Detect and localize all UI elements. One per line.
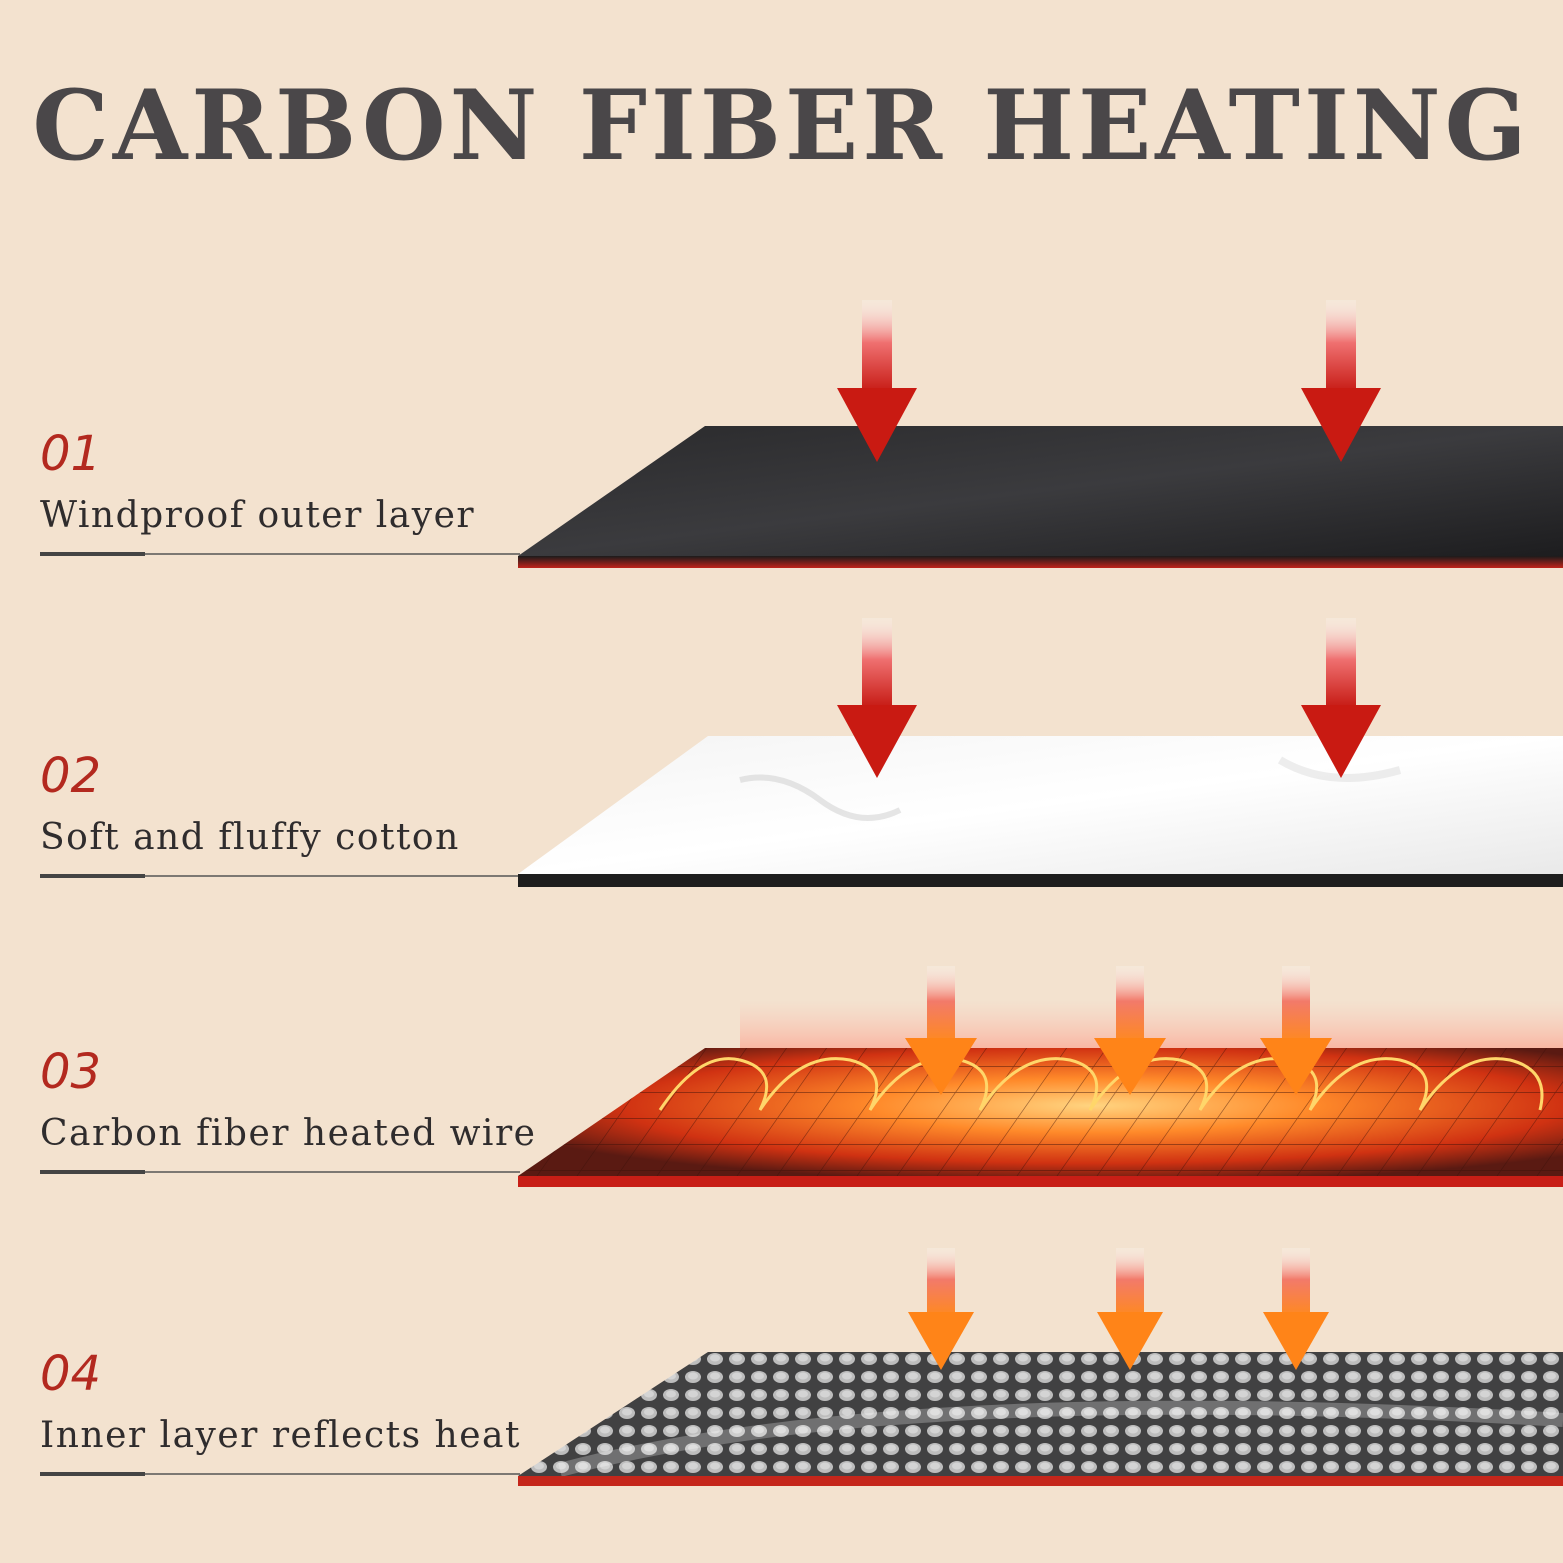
arrow-down-icon: [837, 618, 917, 778]
layer-number: 03: [40, 1044, 102, 1100]
layer-label-3: 03 Carbon fiber heated wire: [40, 1048, 536, 1152]
layer-4-reflective-sheet: [518, 1352, 1563, 1486]
layer-3-heating-sheet: [518, 1000, 1563, 1187]
label-underlines: [40, 552, 520, 1476]
layer-label-4: 04 Inner layer reflects heat: [40, 1350, 521, 1454]
layer-description: Inner layer reflects heat: [40, 1415, 521, 1456]
arrow-down-icon: [1263, 1248, 1329, 1370]
arrow-down-icon: [837, 300, 917, 462]
layer-description: Windproof outer layer: [40, 495, 476, 536]
layer-2-cotton-sheet: [518, 736, 1563, 887]
layer-label-1: 01 Windproof outer layer: [40, 430, 475, 534]
layer-description: Soft and fluffy cotton: [40, 817, 460, 858]
arrow-down-icon: [908, 1248, 974, 1370]
page-title: CARBON FIBER HEATING: [32, 69, 1531, 182]
arrow-down-icon: [1094, 966, 1166, 1095]
arrow-down-icon: [1301, 300, 1381, 462]
layer-number: 01: [40, 426, 102, 482]
heat-arrows: [837, 300, 1381, 1370]
layer-number: 02: [40, 748, 102, 804]
arrow-down-icon: [1097, 1248, 1163, 1370]
layer-number: 04: [40, 1346, 102, 1402]
arrow-down-icon: [905, 966, 977, 1095]
arrow-down-icon: [1301, 618, 1381, 778]
layer-description: Carbon fiber heated wire: [40, 1113, 537, 1154]
arrow-down-icon: [1260, 966, 1332, 1095]
layer-1-windproof-sheet: [518, 426, 1563, 568]
layer-label-2: 02 Soft and fluffy cotton: [40, 752, 460, 856]
